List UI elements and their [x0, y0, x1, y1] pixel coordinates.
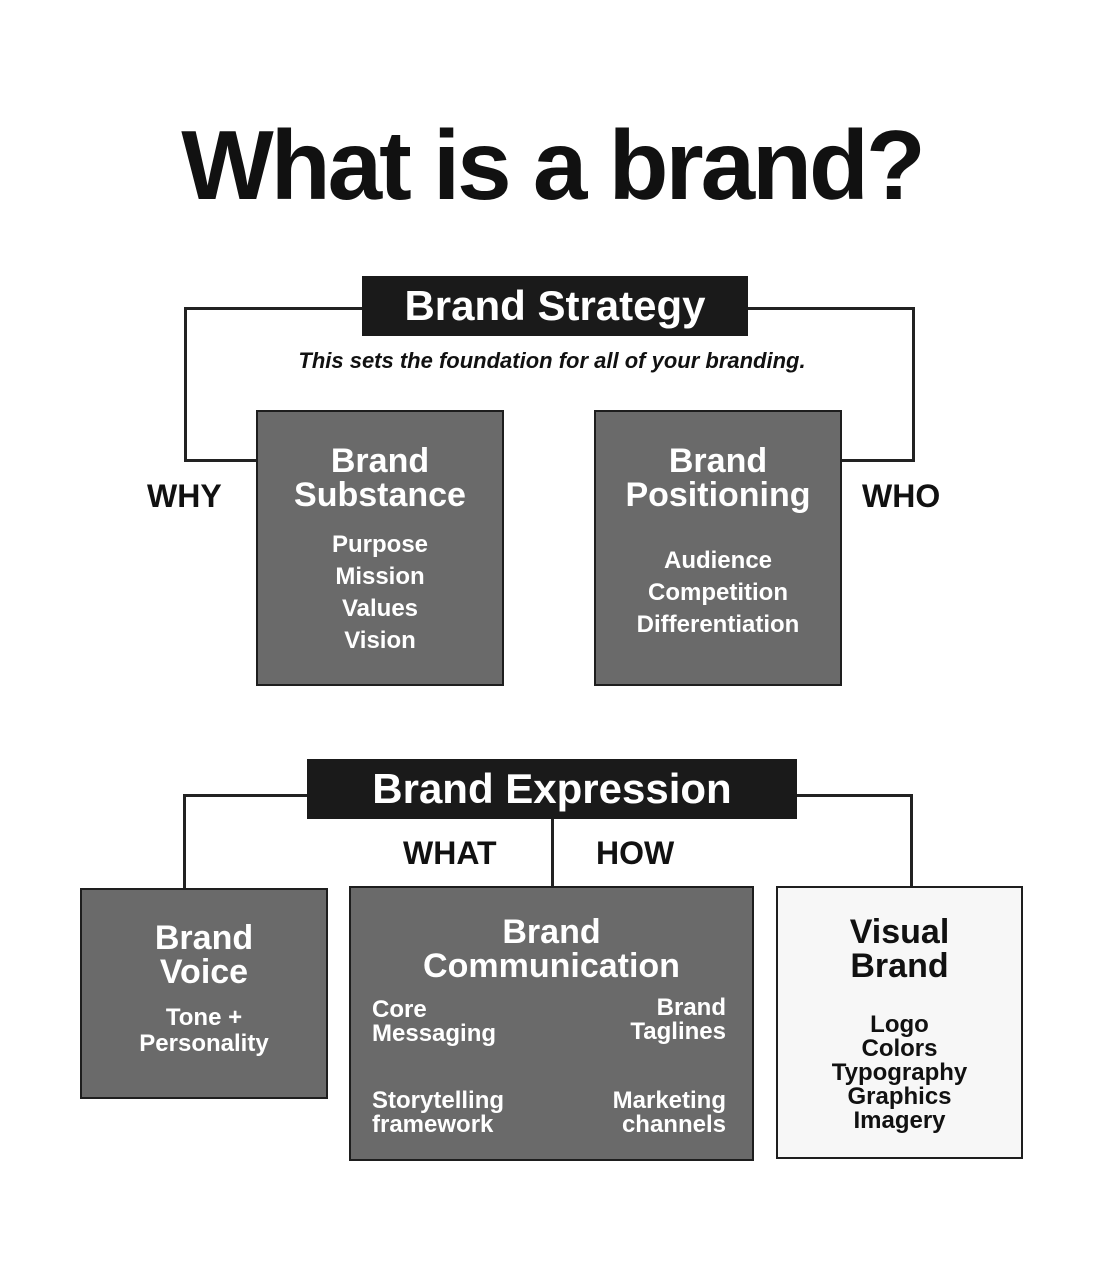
strategy-subtitle: This sets the foundation for all of your… — [298, 348, 806, 373]
communication-item-marketing: Marketing channels — [613, 1089, 726, 1137]
taglines-line1: Brand — [656, 994, 726, 1021]
brand-strategy-banner: Brand Strategy — [362, 276, 748, 336]
communication-item-brand-taglines: Brand Taglines — [630, 996, 726, 1044]
expression-connector-right-vertical — [910, 794, 913, 888]
positioning-item-competition: Competition — [648, 579, 788, 606]
strategy-connector-left-top — [184, 307, 364, 310]
brand-substance-title-line2: Substance — [294, 476, 466, 514]
expression-connector-right-top — [795, 794, 913, 797]
substance-item-purpose: Purpose — [331, 531, 429, 558]
brand-expression-banner: Brand Expression — [307, 759, 797, 819]
strategy-connector-right-vertical — [912, 307, 915, 462]
visual-brand-title-line2: Brand — [850, 947, 949, 985]
brand-positioning-title-line2: Positioning — [625, 476, 811, 514]
positioning-item-audience: Audience — [663, 547, 773, 574]
brand-substance-title-line1: Brand — [330, 442, 430, 480]
story-line2: framework — [372, 1111, 494, 1138]
marketing-line2: channels — [621, 1111, 726, 1138]
brand-positioning-title-line1: Brand — [668, 442, 768, 480]
visual-item-graphics: Graphics — [847, 1083, 952, 1110]
strategy-connector-right-top — [746, 307, 915, 310]
expression-connector-left-vertical — [183, 794, 186, 890]
brand-strategy-label: Brand Strategy — [404, 282, 706, 329]
what-label: WHAT — [403, 835, 497, 871]
page-title: What is a brand? — [181, 110, 926, 220]
brand-communication-title-line2: Communication — [423, 947, 680, 985]
visual-item-typography: Typography — [831, 1059, 968, 1086]
strategy-connector-left-bottom — [184, 459, 258, 462]
core-line2: Messaging — [372, 1020, 497, 1047]
who-label: WHO — [862, 478, 941, 514]
taglines-line2: Taglines — [630, 1018, 726, 1045]
strategy-connector-left-vertical — [184, 307, 187, 462]
visual-item-colors: Colors — [861, 1035, 938, 1062]
visual-item-logo: Logo — [870, 1011, 929, 1038]
substance-item-mission: Mission — [335, 563, 425, 590]
visual-brand-title-line1: Visual — [849, 913, 950, 951]
how-label: HOW — [596, 835, 675, 871]
why-label: WHY — [147, 478, 222, 514]
visual-item-imagery: Imagery — [853, 1107, 946, 1134]
voice-item-personality: Personality — [139, 1030, 269, 1057]
visual-brand-box: Visual Brand Logo Colors Typography Grap… — [776, 886, 1023, 1159]
substance-item-vision: Vision — [344, 627, 416, 654]
marketing-line1: Marketing — [612, 1087, 726, 1114]
brand-voice-box: Brand Voice Tone + Personality — [80, 888, 328, 1099]
expression-connector-left-top — [183, 794, 308, 797]
brand-communication-box: Brand Communication Core Messaging Brand… — [349, 886, 754, 1161]
voice-item-tone: Tone + — [165, 1004, 243, 1031]
brand-communication-title-line1: Brand — [502, 913, 601, 951]
brand-expression-label: Brand Expression — [372, 765, 732, 812]
brand-positioning-box: Brand Positioning Audience Competition D… — [594, 410, 842, 686]
strategy-connector-right-bottom — [840, 459, 915, 462]
communication-item-core-messaging: Core Messaging — [372, 998, 496, 1046]
story-line1: Storytelling — [372, 1087, 505, 1114]
brand-voice-title-line2: Voice — [159, 953, 249, 991]
substance-item-values: Values — [341, 595, 419, 622]
positioning-item-differentiation: Differentiation — [636, 611, 800, 638]
brand-voice-title-line1: Brand — [154, 919, 254, 957]
expression-connector-center — [551, 818, 554, 888]
core-line1: Core — [372, 996, 427, 1023]
brand-substance-box: Brand Substance Purpose Mission Values V… — [256, 410, 504, 686]
communication-item-storytelling: Storytelling framework — [372, 1089, 504, 1137]
